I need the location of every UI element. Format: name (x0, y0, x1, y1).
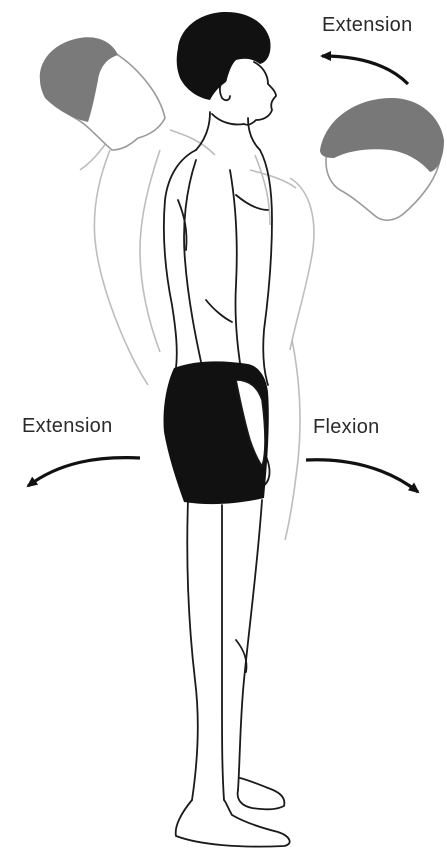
label-extension-left: Extension (22, 415, 113, 438)
figure-hair (177, 12, 271, 100)
arrow-top-extension (322, 56, 408, 84)
label-flexion-right: Flexion (313, 416, 380, 439)
arrow-right-flexion (306, 460, 418, 492)
arrow-left-extension (28, 458, 140, 486)
ghost-figure-extension (80, 120, 215, 385)
label-extension-top: Extension (322, 14, 413, 37)
